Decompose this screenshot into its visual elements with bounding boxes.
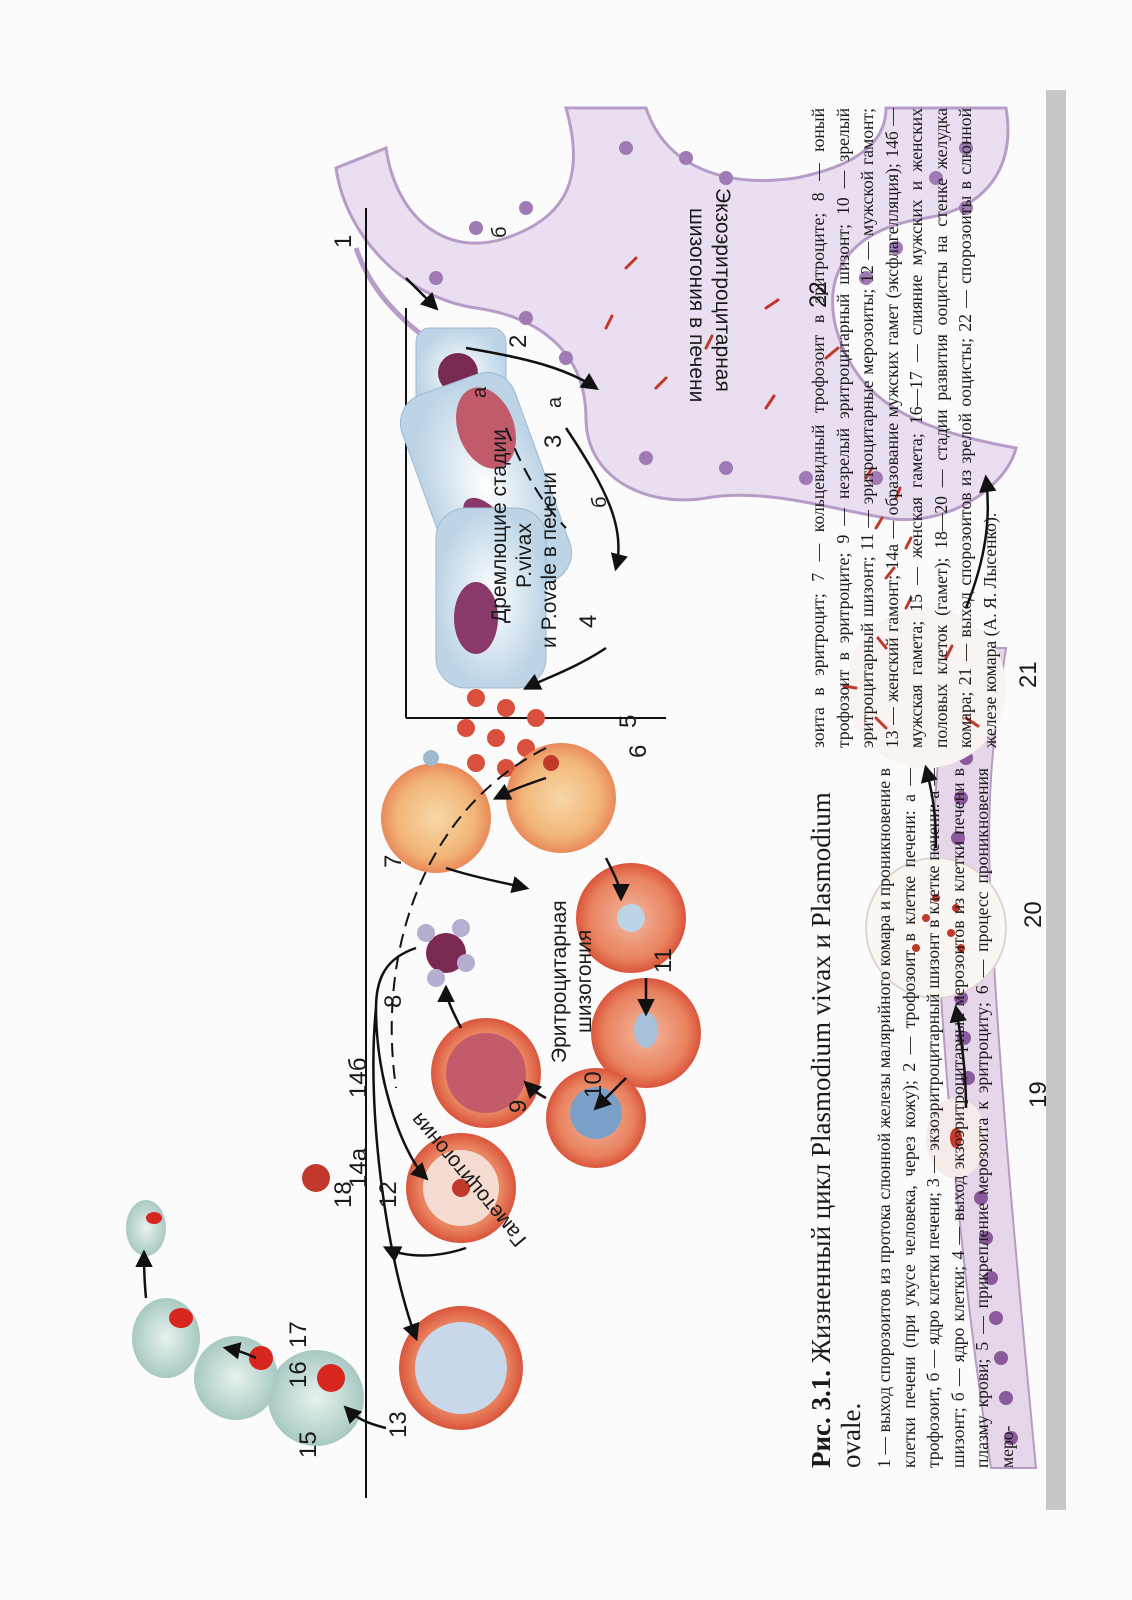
label-2b: б [489, 227, 511, 238]
label-9: 9 [505, 1100, 532, 1113]
sporozoite-trail [864, 466, 913, 610]
caption-body-left: 1 — выход спорозоитов из протока слюнной… [874, 768, 1017, 1468]
cycle-arrows [135, 277, 997, 1430]
zygote-16 [194, 1336, 278, 1420]
rbc-7 [576, 863, 686, 973]
rbc-5 [381, 750, 491, 873]
exo-stage-line1: Экзоэритроцитарная [711, 188, 734, 392]
label-18: 18 [330, 1181, 357, 1208]
caption-fig-number: Рис. 3.1. [806, 1369, 836, 1468]
caption-title: Жизненный цикл Plasmodium vivax и Plasmo… [806, 792, 866, 1468]
label-5: 5 [615, 715, 642, 728]
label-8: 8 [380, 995, 407, 1008]
label-19: 19 [1025, 1081, 1046, 1108]
oocyst-19 [926, 1098, 986, 1178]
label-10: 10 [580, 1071, 607, 1098]
salivary-gland [334, 106, 1018, 521]
rbc-12 [406, 1133, 516, 1243]
exflagellation-14a [302, 1164, 330, 1192]
caption-left-block: Рис. 3.1. Жизненный цикл Plasmodium viva… [806, 768, 1036, 1468]
rotated-figure-frame: 1 2 3 4 5 6 7 8 9 10 11 12 13 14а 14б 15… [6, 88, 1046, 1508]
label-14a: 14а [345, 1147, 372, 1188]
rbc-6 [506, 743, 616, 853]
ookinete-17 [132, 1298, 200, 1378]
label-3b: б [589, 497, 611, 508]
label-13: 13 [385, 1411, 412, 1438]
oocyst-20 [865, 857, 1007, 999]
label-20: 20 [1020, 901, 1046, 928]
dormant-line3: и P.ovale в печени [538, 472, 561, 648]
label-2: 2 [505, 335, 532, 348]
label-16: 16 [285, 1361, 312, 1388]
life-cycle-diagram: 1 2 3 4 5 6 7 8 9 10 11 12 13 14а 14б 15… [126, 106, 1046, 1498]
erythro-stage-line2: шизогония [573, 930, 596, 1033]
label-1: 1 [330, 235, 357, 248]
rbc-11 [417, 919, 475, 987]
dormant-line2: P.vivax [513, 523, 536, 588]
label-3a: а [544, 396, 566, 408]
dashed-paths [390, 427, 567, 1089]
rbc-8 [591, 978, 701, 1088]
label-12: 12 [375, 1181, 402, 1208]
label-4: 4 [575, 615, 602, 628]
page-edge-shadow [1046, 90, 1066, 1510]
dormant-line1: Дремлющие стадии [488, 429, 511, 623]
liver-cell-4 [435, 507, 547, 777]
label-11: 11 [650, 948, 677, 973]
oocyst-21 [842, 608, 1006, 768]
figure-labels: 1 2 3 4 5 6 7 8 9 10 11 12 13 14а 14б 15… [285, 227, 1046, 1458]
label-21: 21 [1015, 661, 1042, 688]
label-2a: а [469, 386, 491, 398]
caption-body-right: зоита в эритроцит; 7 — кольцевидный троф… [808, 108, 1000, 748]
label-22: 22 [805, 281, 832, 308]
label-14b: 14б [345, 1058, 372, 1098]
label-17: 17 [285, 1321, 312, 1348]
erythro-stage-line1: Эритроцитарная [548, 900, 571, 1063]
rbc-13 [399, 1306, 523, 1430]
ookinete-18 [126, 1200, 166, 1256]
exo-stage-line2: шизогония в печени [685, 208, 708, 402]
rbc-10 [431, 1018, 541, 1128]
label-7: 7 [380, 855, 407, 868]
label-3: 3 [540, 435, 567, 448]
label-15: 15 [295, 1431, 322, 1458]
gamete-15 [268, 1350, 364, 1446]
label-6: 6 [625, 745, 652, 758]
